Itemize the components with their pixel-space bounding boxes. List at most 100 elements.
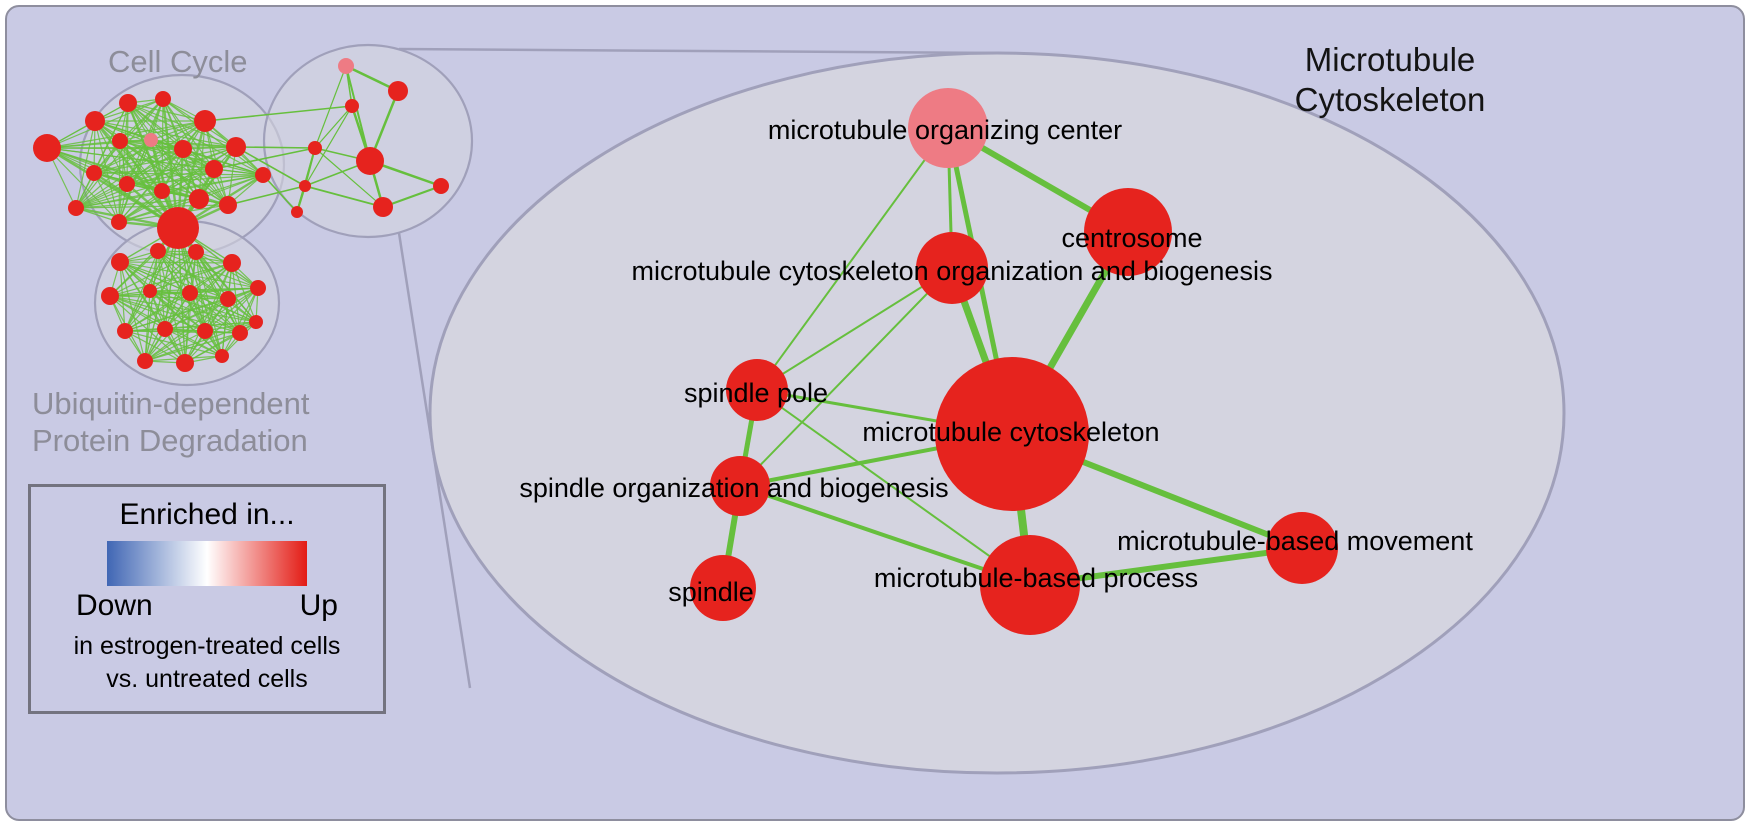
overview-edge bbox=[314, 147, 384, 208]
overview-edge bbox=[314, 65, 347, 149]
overview-edge bbox=[184, 292, 191, 364]
overview-edge bbox=[150, 139, 229, 206]
overview-node bbox=[111, 253, 129, 271]
detail-title-line1: Microtubule bbox=[1304, 41, 1476, 78]
overview-edge bbox=[75, 120, 96, 209]
overview-edge bbox=[150, 139, 237, 148]
ubiquitin-label-line2: Protein Degradation bbox=[32, 422, 308, 458]
detail-node bbox=[916, 232, 988, 304]
overview-edge bbox=[93, 148, 184, 174]
overview-node bbox=[144, 133, 158, 147]
overview-edge bbox=[124, 330, 186, 364]
overview-edge bbox=[149, 287, 259, 292]
detail-node-label: microtubule cytoskeleton bbox=[862, 417, 1159, 447]
legend-caption-line2: vs. untreated cells bbox=[106, 664, 308, 693]
overview-edge bbox=[93, 172, 120, 223]
overview-edge bbox=[124, 250, 159, 332]
detail-title-line2: Cytoskeleton bbox=[1294, 81, 1486, 119]
cluster-label-cell-cycle: Cell Cycle bbox=[108, 44, 248, 79]
overview-edge bbox=[144, 227, 179, 362]
overview-node bbox=[117, 323, 133, 339]
overview-edge bbox=[184, 287, 259, 364]
overview-node bbox=[137, 353, 153, 369]
overview-edge bbox=[119, 120, 206, 142]
overview-node bbox=[373, 197, 393, 217]
legend-caption: in estrogen-treated cells vs. untreated … bbox=[31, 630, 383, 695]
overview-node bbox=[356, 147, 384, 175]
overview-node bbox=[112, 133, 128, 149]
overview-edge bbox=[93, 120, 206, 174]
legend-endpoint-labels: Down Up bbox=[76, 589, 338, 623]
overview-edge bbox=[109, 251, 197, 297]
overview-edge bbox=[75, 190, 163, 209]
overview-node bbox=[345, 99, 359, 113]
overview-node bbox=[433, 178, 449, 194]
detail-node-label: microtubule-based process bbox=[874, 563, 1198, 593]
overview-node bbox=[219, 196, 237, 214]
overview-edge bbox=[304, 105, 353, 187]
overview-edge bbox=[75, 168, 215, 209]
overview-node bbox=[86, 165, 102, 181]
overview-node bbox=[249, 315, 263, 329]
overview-node bbox=[111, 214, 127, 230]
detail-edge bbox=[756, 389, 1031, 586]
detail-node-label: spindle bbox=[668, 577, 754, 607]
overview-edge bbox=[304, 185, 384, 208]
overview-edge bbox=[144, 332, 241, 362]
overview-edge bbox=[235, 146, 306, 187]
overview-node bbox=[220, 291, 236, 307]
overview-edge bbox=[144, 290, 151, 362]
overview-node bbox=[189, 189, 209, 209]
overview-node bbox=[68, 200, 84, 216]
overview-node bbox=[388, 81, 408, 101]
detail-edge bbox=[756, 267, 953, 391]
legend: Enriched in... Down Up in estrogen-treat… bbox=[28, 484, 386, 714]
detail-node bbox=[908, 88, 988, 168]
overview-node bbox=[250, 280, 266, 296]
overview-edge bbox=[314, 105, 353, 149]
detail-node-label: spindle organization and biogenesis bbox=[519, 473, 948, 503]
ubiquitin-label-line1: Ubiquitin-dependent bbox=[32, 386, 310, 421]
overview-edge bbox=[126, 148, 184, 185]
overview-node bbox=[154, 183, 170, 199]
overview-edge bbox=[46, 147, 120, 223]
detail-node bbox=[1084, 188, 1172, 276]
detail-node bbox=[710, 456, 770, 516]
overview-edge bbox=[182, 148, 229, 206]
overview-edge bbox=[150, 139, 200, 200]
overview-node bbox=[143, 284, 157, 298]
detail-node-label: microtubule cytoskeleton organization an… bbox=[632, 256, 1273, 286]
overview-node bbox=[176, 354, 194, 372]
overview-edge bbox=[126, 139, 152, 185]
detail-node bbox=[690, 555, 756, 621]
overview-node bbox=[188, 244, 204, 260]
overview-edge bbox=[161, 168, 215, 192]
overview-node bbox=[33, 134, 61, 162]
overview-edge bbox=[119, 140, 215, 170]
overview-node bbox=[338, 58, 354, 74]
cluster-label-ubiquitin: Ubiquitin-dependent Protein Degradation bbox=[32, 386, 310, 459]
overview-edge bbox=[93, 168, 215, 174]
overview-edge bbox=[75, 198, 200, 209]
legend-gradient-bar bbox=[107, 541, 307, 586]
overview-edge bbox=[118, 139, 152, 223]
overview-node bbox=[232, 325, 248, 341]
overview-node bbox=[119, 94, 137, 112]
overview-edge bbox=[144, 330, 206, 362]
overview-edge bbox=[239, 287, 259, 334]
overview-edge bbox=[204, 105, 353, 122]
overview-node bbox=[194, 110, 216, 132]
detail-title-microtubule-cytoskeleton: Microtubule Cytoskeleton bbox=[1230, 40, 1550, 121]
legend-up-label: Up bbox=[299, 589, 338, 622]
overview-edge bbox=[124, 262, 233, 332]
overview-node bbox=[157, 207, 199, 249]
legend-title: Enriched in... bbox=[119, 498, 295, 531]
overview-node bbox=[291, 206, 303, 218]
overview-node bbox=[85, 111, 105, 131]
overview-edge bbox=[177, 227, 223, 357]
overview-node bbox=[150, 243, 166, 259]
overview-node bbox=[299, 180, 311, 192]
overview-node bbox=[119, 176, 135, 192]
